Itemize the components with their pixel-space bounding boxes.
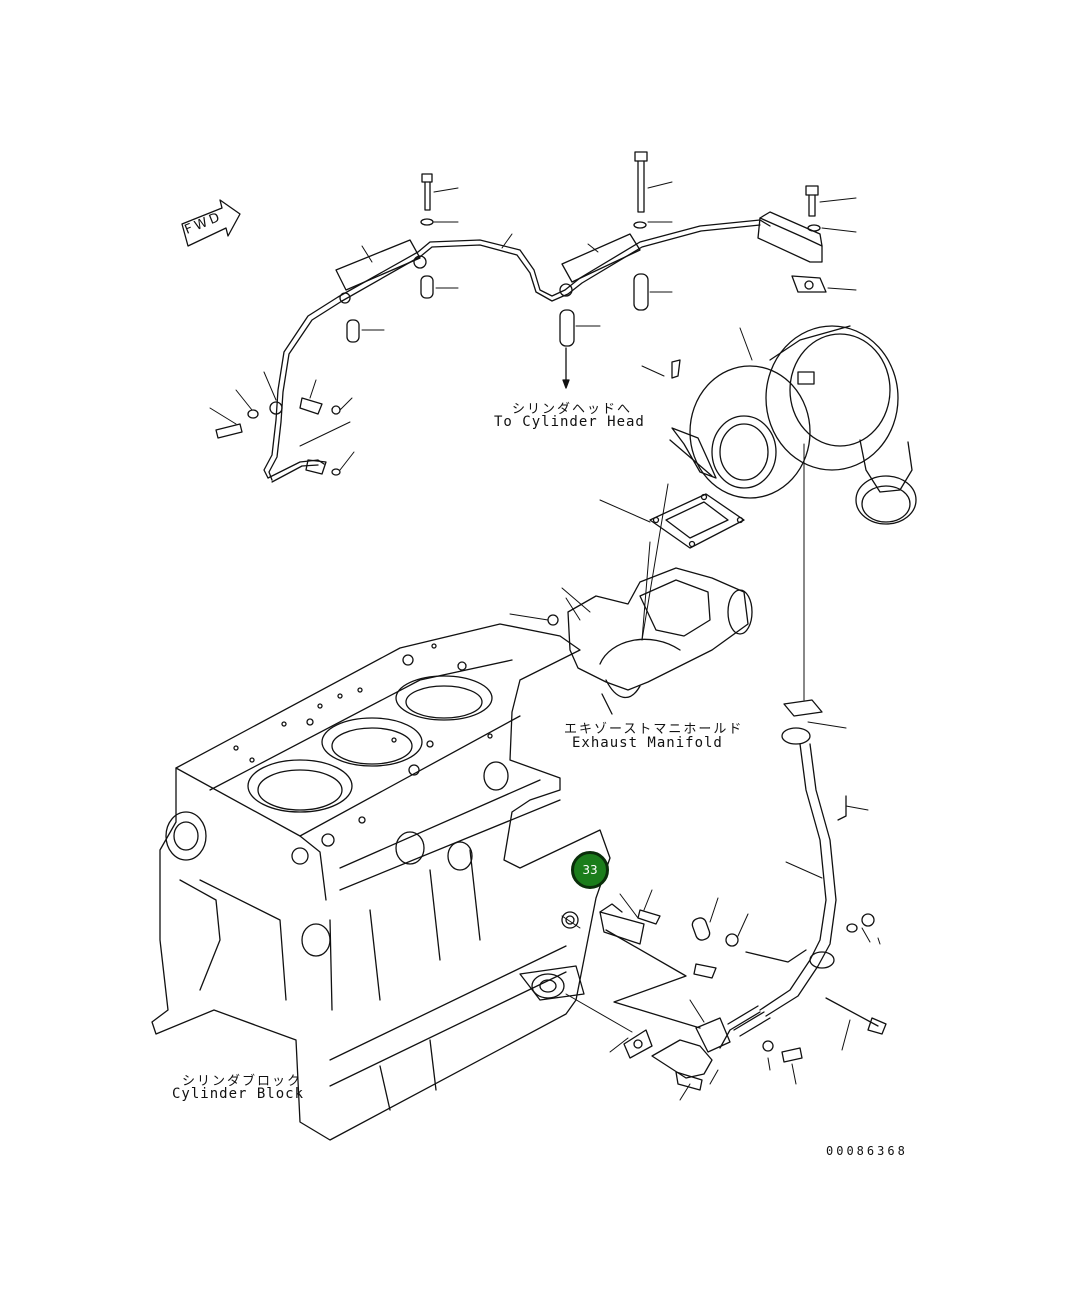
gasket-icon [791, 275, 827, 293]
bracket [561, 903, 807, 1029]
oil-tube-assembly [263, 211, 823, 483]
part-callout-badge[interactable]: 33 [571, 851, 609, 889]
exhaust-manifold-label-jp: エキゾーストマニホールド [564, 722, 744, 737]
fitting-icon [215, 397, 341, 476]
cylinder-head-label-jp: シリンダヘッドへ [512, 402, 633, 417]
cylinder-block-label-en: Cylinder Block [172, 1086, 305, 1102]
spacer-icon [346, 273, 649, 347]
cylinder-block-label-jp: シリンダブロック [182, 1074, 303, 1089]
bolt-icon [420, 151, 821, 232]
fwd-arrow-icon [181, 199, 241, 247]
drawing-code: 00086368 [826, 1144, 908, 1158]
leader-lines [209, 181, 881, 1101]
turbocharger [669, 325, 917, 525]
cylinder-head-label-en: To Cylinder Head [494, 414, 645, 430]
cylinder-block [151, 623, 611, 1141]
gasket-icon [649, 493, 745, 549]
exhaust-manifold-label-en: Exhaust Manifold [572, 735, 723, 751]
oil-return-tube [623, 699, 887, 1091]
exhaust-manifold [547, 567, 753, 715]
